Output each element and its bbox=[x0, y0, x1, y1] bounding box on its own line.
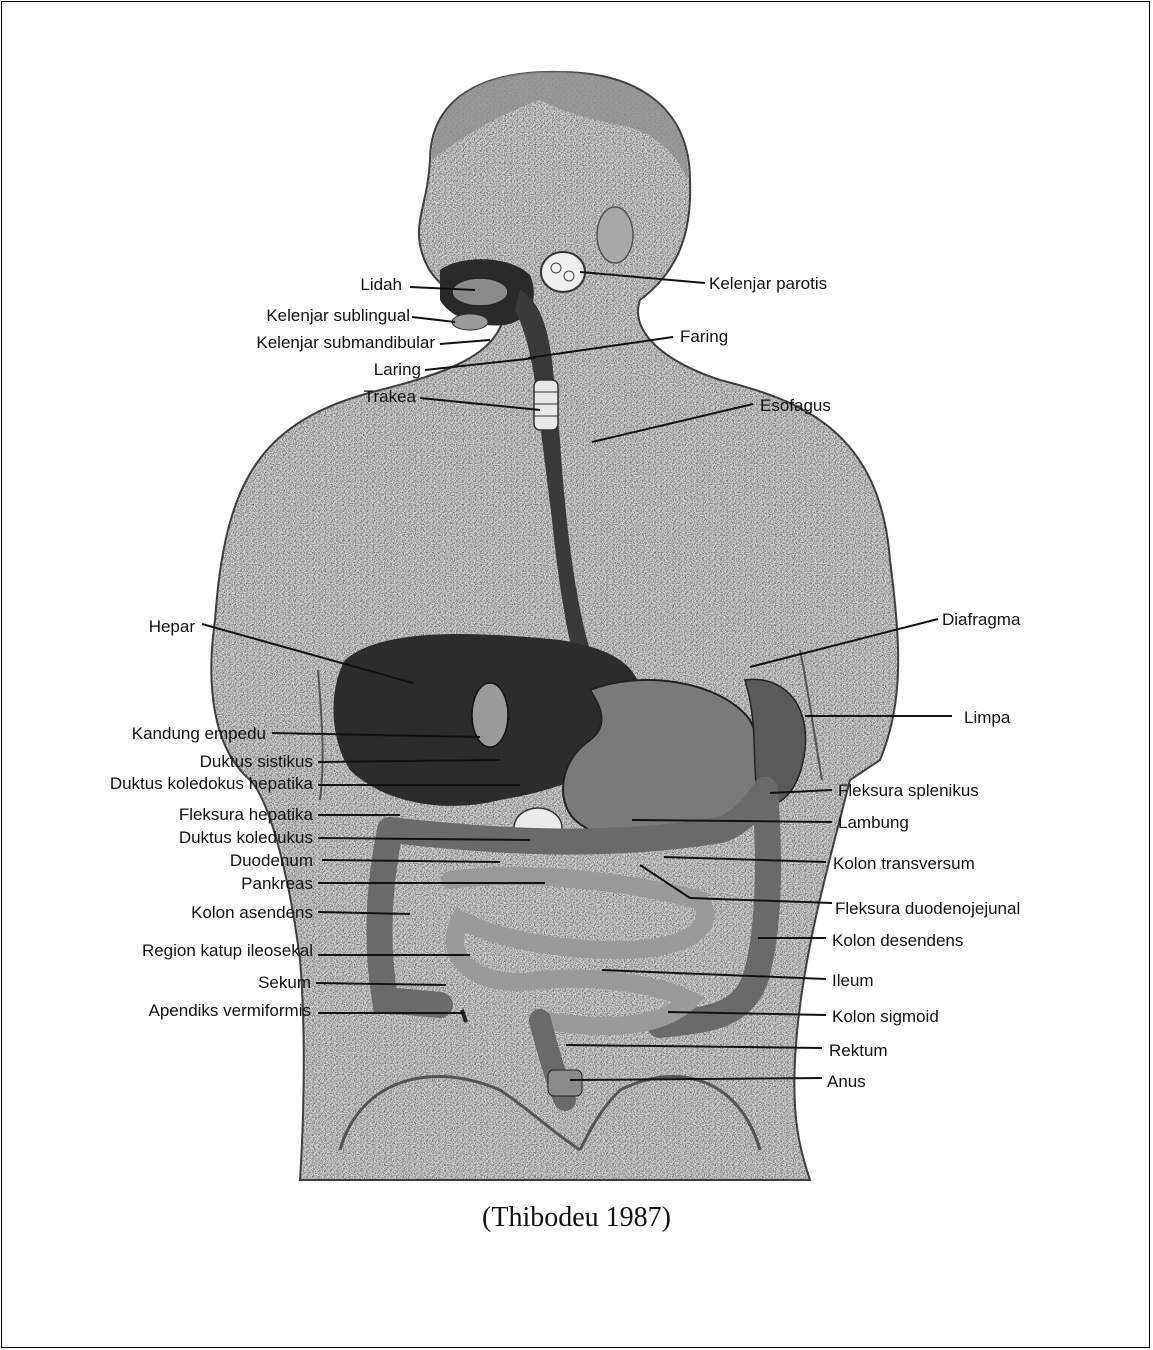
label-kolon-transversum: Kolon transversum bbox=[833, 854, 975, 873]
trachea-shape bbox=[534, 380, 558, 430]
tongue-shape bbox=[452, 278, 508, 306]
label-faring: Faring bbox=[680, 327, 728, 346]
label-pankreas: Pankreas bbox=[241, 874, 313, 893]
label-hepar: Hepar bbox=[149, 617, 196, 636]
label-anus: Anus bbox=[827, 1072, 866, 1091]
label-region-katup-ileosekal: Region katup ileosekal bbox=[142, 941, 313, 960]
label-duktus-sistikus: Duktus sistikus bbox=[200, 752, 313, 771]
parotid-gland-shape bbox=[541, 252, 585, 292]
label-trakea: Trakea bbox=[364, 387, 417, 406]
label-fleksura-splenikus: Fleksura splenikus bbox=[838, 781, 979, 800]
label-fleksura-duodenojejunal: Fleksura duodenojejunal bbox=[835, 899, 1020, 918]
label-duodenum: Duodenum bbox=[230, 851, 313, 870]
label-limpa: Limpa bbox=[964, 708, 1011, 727]
label-apendiks-vermiformis: Apendiks vermiformis bbox=[149, 1001, 312, 1020]
label-laring: Laring bbox=[374, 360, 421, 379]
label-kelenjar-parotis: Kelenjar parotis bbox=[709, 274, 827, 293]
label-diafragma: Diafragma bbox=[942, 610, 1021, 629]
label-rektum: Rektum bbox=[829, 1041, 888, 1060]
label-fleksura-hepatika: Fleksura hepatika bbox=[179, 805, 314, 824]
label-kelenjar-submandibular: Kelenjar submandibular bbox=[256, 333, 435, 352]
label-kelenjar-sublingual: Kelenjar sublingual bbox=[266, 306, 410, 325]
label-kolon-sigmoid: Kolon sigmoid bbox=[832, 1007, 939, 1026]
figure-caption: (Thibodeu 1987) bbox=[0, 1202, 1153, 1234]
label-kolon-desendens: Kolon desendens bbox=[832, 931, 963, 950]
label-sekum: Sekum bbox=[258, 973, 311, 992]
label-lidah: Lidah bbox=[360, 275, 402, 294]
label-duktus-koledukus: Duktus koledukus bbox=[179, 828, 313, 847]
label-ileum: Ileum bbox=[832, 971, 874, 990]
label-kandung-empedu: Kandung empedu bbox=[132, 724, 266, 743]
label-duktus-koledokus-hepatika: Duktus koledokus hepatika bbox=[110, 774, 314, 793]
label-lambung: Lambung bbox=[838, 813, 909, 832]
label-esofagus: Esofagus bbox=[760, 396, 831, 415]
rectum-shape bbox=[548, 1070, 582, 1096]
label-kolon-asendens: Kolon asendens bbox=[191, 903, 313, 922]
